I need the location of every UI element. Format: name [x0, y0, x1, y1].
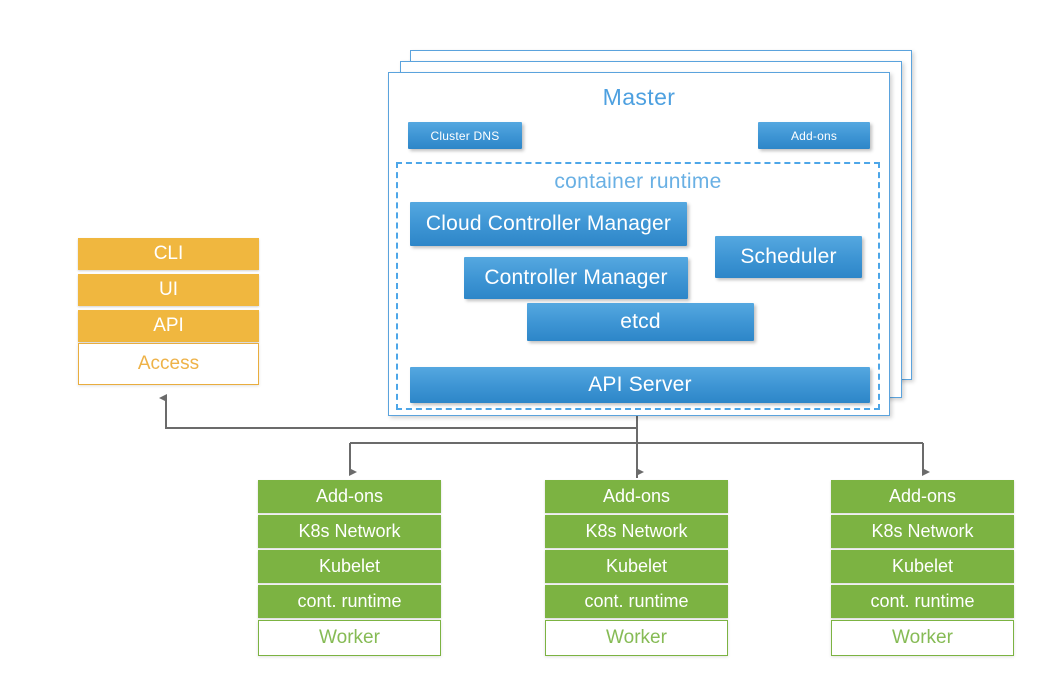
worker-row-kubelet[interactable]: Kubelet [831, 550, 1014, 583]
box-api-server[interactable]: API Server [410, 367, 870, 403]
master-title: Master [602, 84, 676, 110]
connector-api-server-to-workers [349, 442, 930, 476]
worker-row-cont-runtime[interactable]: cont. runtime [831, 585, 1014, 618]
worker-row-addons[interactable]: Add-ons [545, 480, 728, 513]
worker-node-3: Add-ons K8s Network Kubelet cont. runtim… [831, 478, 1014, 656]
worker-row-cont-runtime[interactable]: cont. runtime [545, 585, 728, 618]
container-runtime-title: container runtime [554, 170, 722, 193]
worker-row-k8s-network[interactable]: K8s Network [258, 515, 441, 548]
access-footer-label: Access [78, 343, 259, 385]
worker-node-1: Add-ons K8s Network Kubelet cont. runtim… [258, 478, 441, 656]
box-etcd[interactable]: etcd [527, 303, 754, 341]
box-scheduler[interactable]: Scheduler [715, 236, 862, 278]
worker-row-k8s-network[interactable]: K8s Network [831, 515, 1014, 548]
worker-row-k8s-network[interactable]: K8s Network [545, 515, 728, 548]
connector-api-server-to-access [159, 394, 637, 429]
worker-row-addons[interactable]: Add-ons [258, 480, 441, 513]
worker-row-addons[interactable]: Add-ons [831, 480, 1014, 513]
access-stack: CLI UI API Access [78, 231, 259, 391]
worker-footer-label: Worker [831, 620, 1014, 656]
access-row-cli[interactable]: CLI [78, 238, 259, 270]
access-row-api[interactable]: API [78, 310, 259, 342]
box-cluster-dns[interactable]: Cluster DNS [408, 122, 522, 149]
access-row-ui[interactable]: UI [78, 274, 259, 306]
box-cloud-controller-manager[interactable]: Cloud Controller Manager [410, 202, 687, 246]
worker-node-2: Add-ons K8s Network Kubelet cont. runtim… [545, 478, 728, 656]
worker-footer-label: Worker [545, 620, 728, 656]
worker-row-cont-runtime[interactable]: cont. runtime [258, 585, 441, 618]
container-runtime-box [396, 162, 880, 410]
worker-row-kubelet[interactable]: Kubelet [545, 550, 728, 583]
worker-footer-label: Worker [258, 620, 441, 656]
box-controller-manager[interactable]: Controller Manager [464, 257, 688, 299]
box-master-addons[interactable]: Add-ons [758, 122, 870, 149]
worker-row-kubelet[interactable]: Kubelet [258, 550, 441, 583]
